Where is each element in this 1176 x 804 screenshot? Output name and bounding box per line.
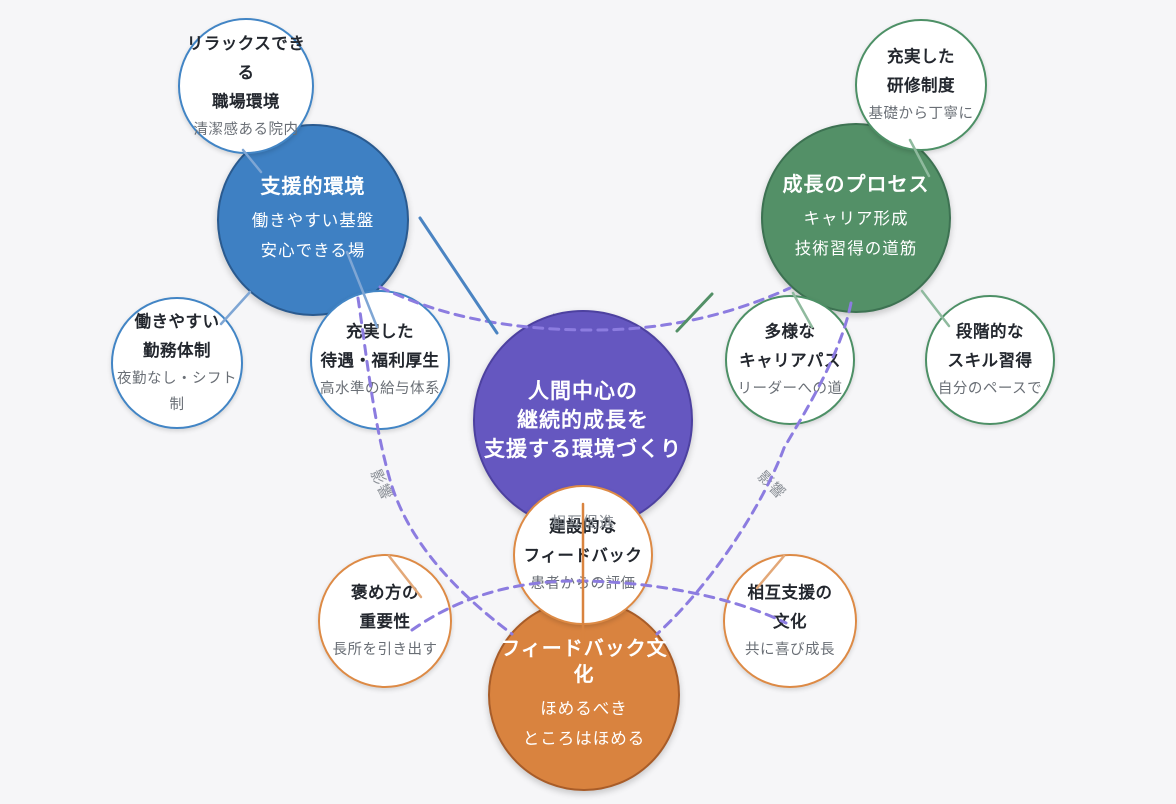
sub-node-subtitle: 長所を引き出す	[332, 642, 438, 658]
sub-node-subtitle: 夜勤なし・シフト制	[117, 371, 237, 413]
sub-node-relaxing-workplace[interactable]: リラックスできる 職場環境 清潔感ある院内	[178, 18, 314, 154]
sub-node-subtitle: 自分のペースで	[937, 381, 1043, 397]
sub-node-title-line: 相互支援の	[747, 584, 833, 602]
sub-node-title-line: 待遇・福利厚生	[320, 352, 440, 370]
sub-node-title-line: 多様な	[764, 323, 816, 341]
main-node-subtitle-line: ところはほめる	[522, 730, 646, 748]
sub-node-title-line: 段階的な	[956, 323, 1024, 341]
center-node-title-line: 人間中心の	[528, 379, 638, 403]
sub-node-subtitle: 基礎から丁寧に	[868, 106, 974, 122]
main-node-title: 成長のプロセス	[782, 174, 930, 196]
sub-node-title-line: キャリアパス	[739, 352, 841, 370]
sub-node-title-line: 充実した	[346, 323, 414, 341]
sub-node-subtitle: 患者からの評価	[530, 576, 636, 592]
connector-growth-center	[675, 292, 714, 333]
edge-label-influence-left: 影響	[366, 466, 396, 504]
sub-node-title-line: 充実した	[887, 48, 955, 66]
sub-node-title-line: 職場環境	[212, 92, 280, 111]
sub-node-stepwise-skills[interactable]: 段階的な スキル習得 自分のペースで	[925, 295, 1055, 425]
sub-node-title-line: 文化	[773, 613, 807, 631]
main-node-subtitle-line: 働きやすい基盤	[251, 212, 375, 230]
main-node-subtitle-line: 安心できる場	[260, 242, 366, 260]
main-node-subtitle-line: キャリア形成	[803, 210, 909, 228]
center-node-title-line: 継続的成長を	[517, 408, 649, 432]
main-node-feedback-culture[interactable]: フィードバック文化 ほめるべき ところはほめる	[488, 599, 680, 791]
sub-node-subtitle: 共に喜び成長	[745, 642, 835, 658]
sub-node-title-line: フィードバック	[523, 547, 643, 565]
main-node-title: フィードバック文化	[500, 638, 668, 686]
sub-node-training-system[interactable]: 充実した 研修制度 基礎から丁寧に	[855, 19, 987, 151]
sub-node-career-paths[interactable]: 多様な キャリアパス リーダーへの道	[725, 295, 855, 425]
sub-node-subtitle: 清潔感ある院内	[193, 121, 299, 138]
sub-node-title-line: 重要性	[359, 613, 411, 631]
center-node-title-line: 支援する環境づくり	[484, 437, 682, 461]
main-node-subtitle-line: 技術習得の道筋	[794, 240, 918, 258]
main-node-title: 支援的環境	[260, 176, 366, 198]
sub-node-mutual-support-culture[interactable]: 相互支援の 文化 共に喜び成長	[723, 554, 857, 688]
sub-node-subtitle: 高水準の給与体系	[320, 381, 440, 397]
edge-label-influence-right: 影響	[753, 467, 789, 503]
main-node-subtitle-line: ほめるべき	[540, 700, 628, 718]
sub-node-title-line: リラックスできる	[186, 34, 306, 82]
sub-node-work-schedule[interactable]: 働きやすい 勤務体制 夜勤なし・シフト制	[111, 297, 243, 429]
sub-node-compensation-benefits[interactable]: 充実した 待遇・福利厚生 高水準の給与体系	[310, 290, 450, 430]
sub-node-praise-importance[interactable]: 褒め方の 重要性 長所を引き出す	[318, 554, 452, 688]
main-node-growth-process[interactable]: 成長のプロセス キャリア形成 技術習得の道筋	[761, 123, 951, 313]
sub-node-title-line: 研修制度	[887, 77, 955, 95]
sub-node-title-line: 働きやすい	[134, 313, 220, 331]
sub-node-constructive-feedback[interactable]: 建設的な フィードバック 患者からの評価	[513, 485, 653, 625]
edge-label-mutual-promotion: 相互促進	[550, 514, 615, 531]
sub-node-title-line: 褒め方の	[351, 584, 419, 602]
sub-node-title-line: 勤務体制	[143, 342, 211, 360]
sub-node-title-line: スキル習得	[947, 352, 1033, 370]
sub-node-subtitle: リーダーへの道	[737, 381, 843, 397]
